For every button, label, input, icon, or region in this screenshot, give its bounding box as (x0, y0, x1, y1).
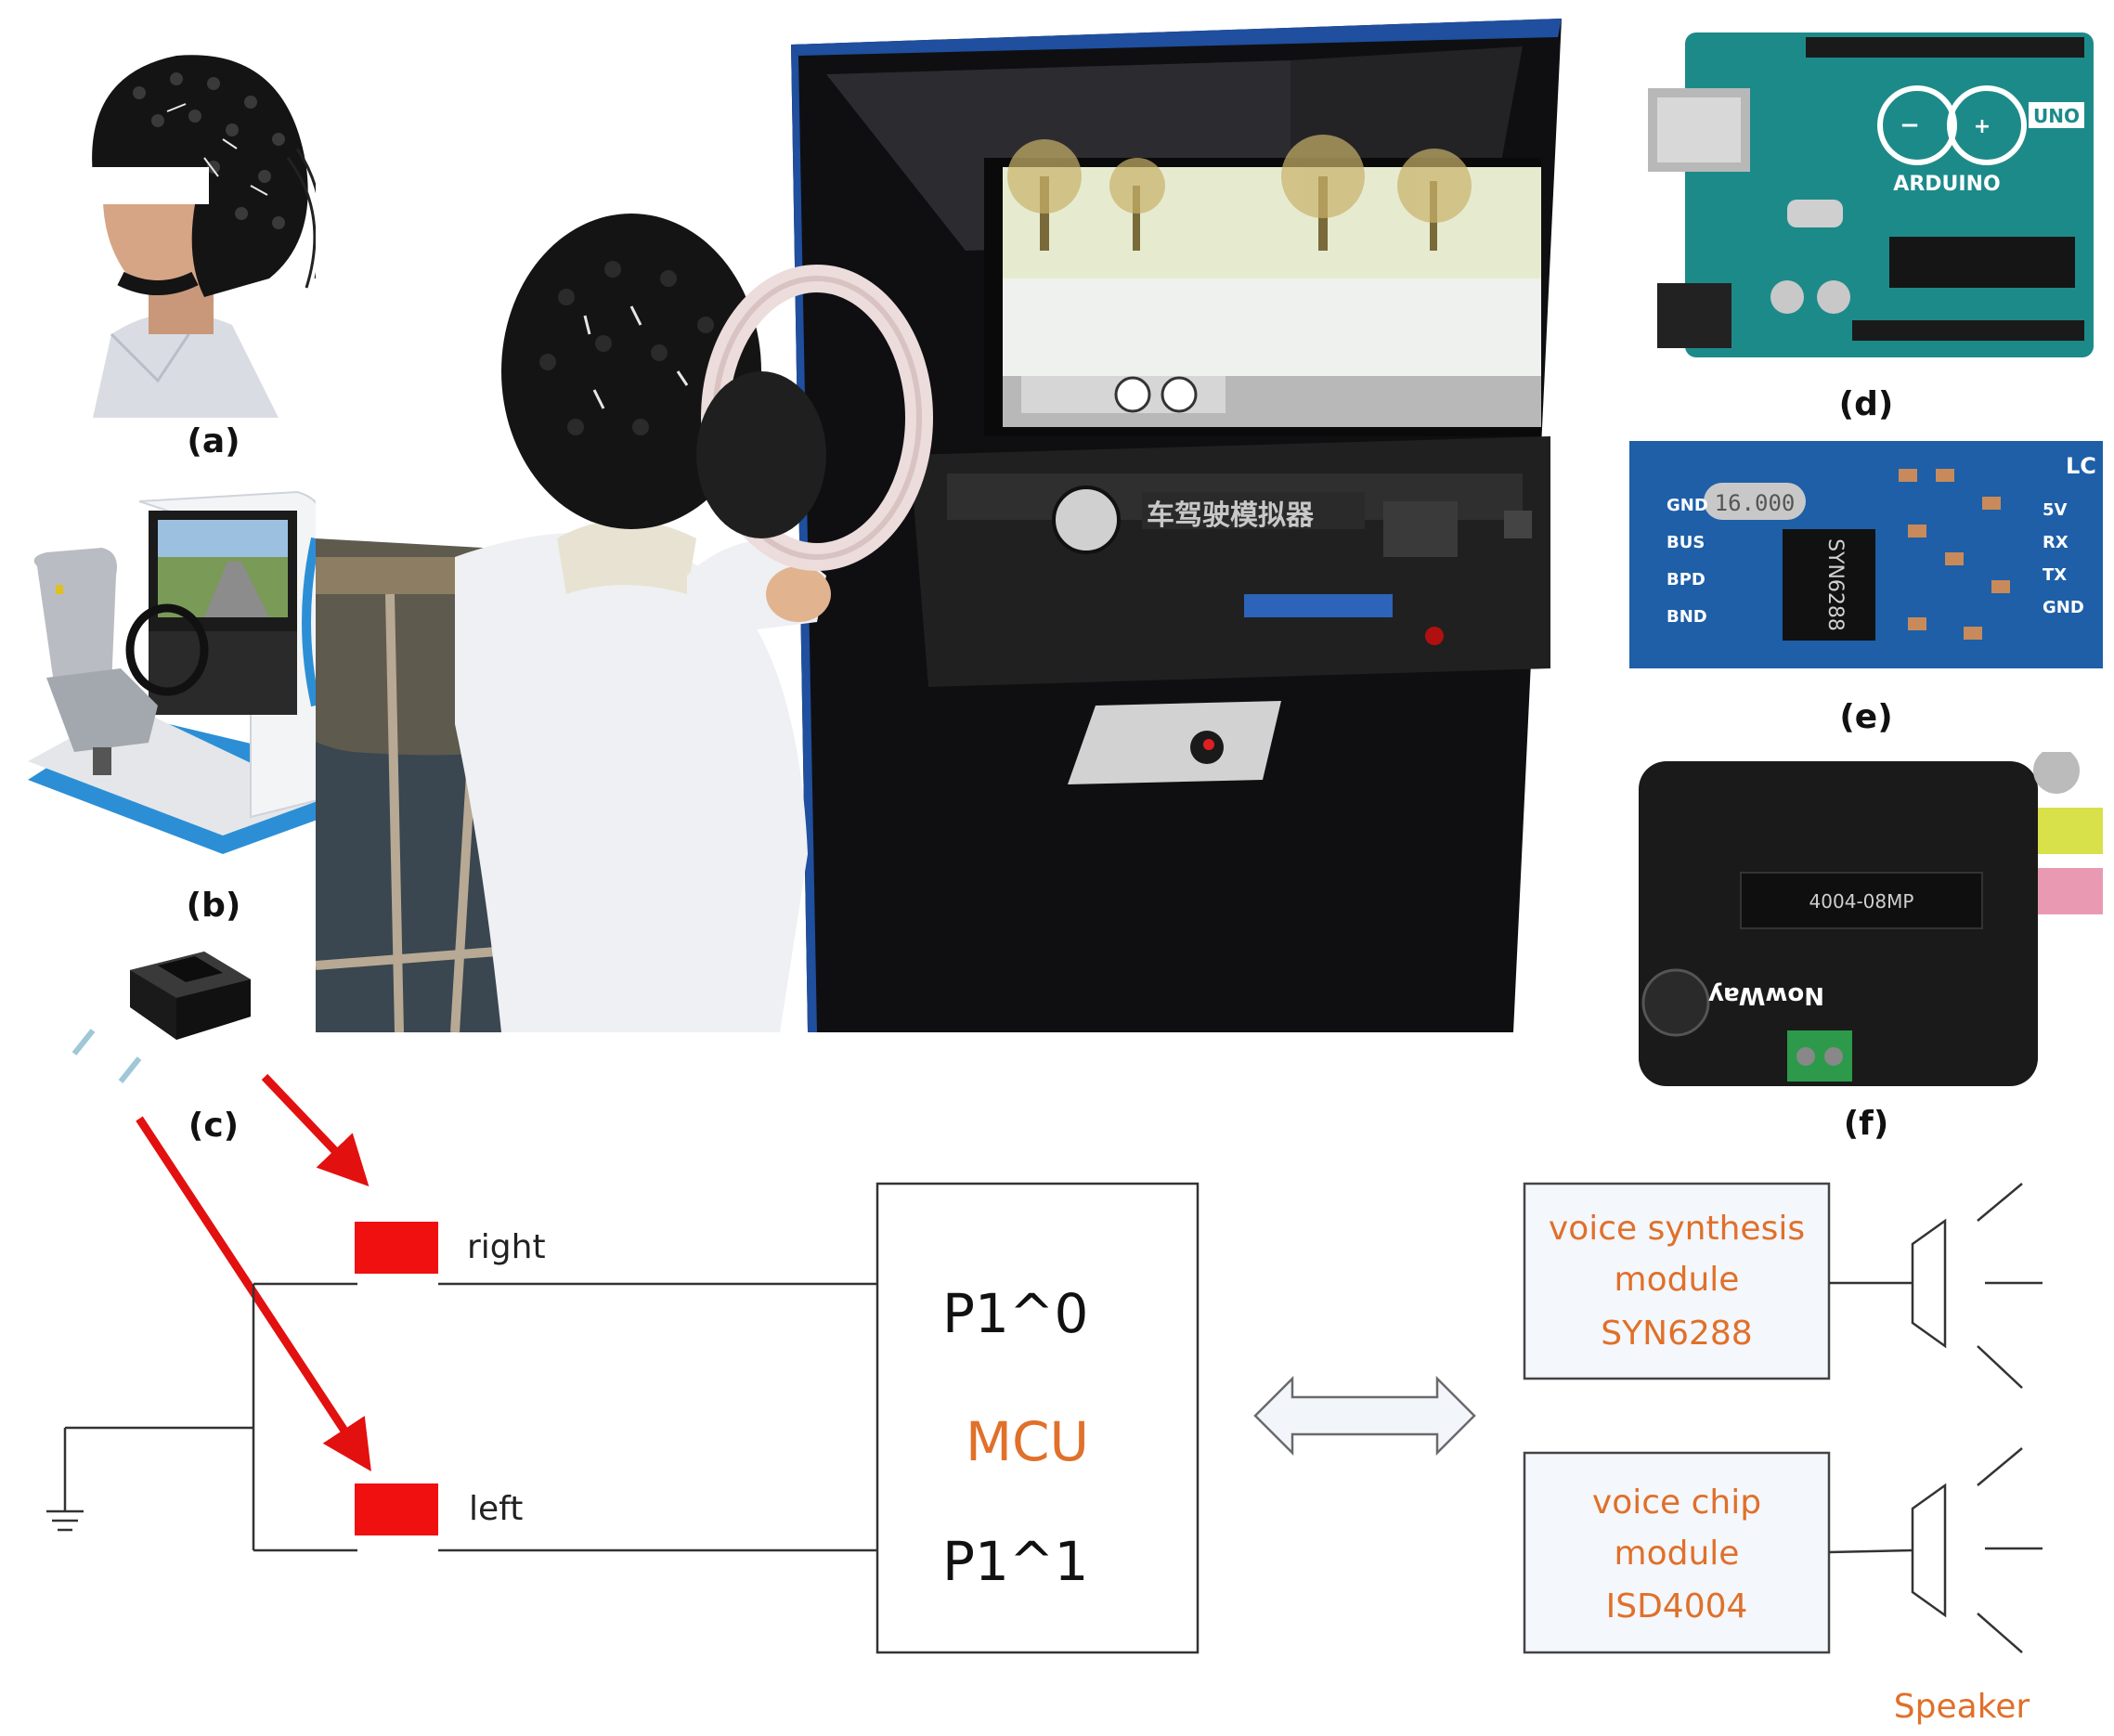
caption-e: (e) (1839, 698, 1893, 736)
caption-b: (b) (186, 887, 241, 925)
isd-chip-label: 4004-08MP (1809, 890, 1914, 913)
eye-censor-bar (74, 167, 209, 204)
svg-text:−: − (1900, 111, 1920, 139)
chip-line3: ISD4004 (1606, 1587, 1748, 1626)
atmega-chip (1889, 237, 2075, 288)
photo-push-button-switch (65, 928, 269, 1095)
mcu-box (875, 1182, 1200, 1654)
label-left: left (469, 1490, 523, 1528)
ground-wiring (63, 1282, 357, 1552)
switch-left (355, 1483, 438, 1535)
pin-p11: P1^1 (942, 1530, 1088, 1593)
svg-text:TX: TX (2043, 565, 2067, 585)
photo-driving-simulator: 车驾驶模拟器 (316, 19, 1578, 1040)
dash-sign-text: 车驾驶模拟器 (1147, 499, 1315, 532)
svg-text:GND: GND (2043, 598, 2084, 617)
crystal-label: 16.000 (1715, 490, 1796, 516)
syn-chip-label: SYN6288 (1823, 538, 1847, 631)
speaker-top-icon (1829, 1183, 2043, 1389)
svg-text:+: + (1974, 115, 1991, 138)
mic-jack-pink (2038, 868, 2103, 914)
chip-line1: voice chip (1592, 1483, 1761, 1522)
photo-isd4004-module: 4004-08MP NowWay (1611, 752, 2112, 1100)
pin-p10: P1^0 (942, 1282, 1088, 1345)
synthesis-line3: SYN6288 (1601, 1315, 1752, 1353)
arduino-uno-badge: UNO (2033, 105, 2080, 127)
driver-shirt (455, 532, 808, 1032)
arrow-to-left-switch (136, 1116, 371, 1472)
chip-line2: module (1615, 1535, 1740, 1573)
isd-brand-text: NowWay (1708, 981, 1824, 1009)
svg-text:BND: BND (1667, 607, 1707, 627)
syn-left-pins: GND BUS BPD BND (1667, 496, 1708, 627)
speaker-bottom-icon (1828, 1447, 2043, 1653)
phone-jack-yellow (2038, 808, 2103, 854)
arduino-logo-text: ARDUINO (1893, 173, 2000, 196)
crystal-oscillator (1704, 483, 1806, 520)
microphone (1641, 968, 1710, 1037)
eeg-wires (166, 103, 268, 196)
synthesis-module-box (1523, 1182, 1831, 1380)
eeg-subject-illustration (56, 19, 334, 418)
caption-d: (d) (1838, 385, 1894, 423)
isd4004-board-illustration: 4004-08MP NowWay (1611, 752, 2112, 1100)
push-button-illustration (65, 928, 269, 1095)
photo-eeg-subject (56, 19, 334, 418)
arduino-board-illustration: + − ARDUINO UNO (1648, 23, 2103, 367)
caption-f: (f) (1843, 1105, 1889, 1143)
switch-right (355, 1222, 438, 1274)
chip-module-box (1523, 1451, 1831, 1654)
power-jack (1657, 283, 1731, 348)
lc-logo: LC (2066, 453, 2096, 479)
syn6288-board-illustration: 16.000 SYN6288 LC GND BUS BPD BND 5V RX … (1629, 441, 2103, 673)
photo-arduino-uno: + − ARDUINO UNO (1648, 23, 2103, 367)
speaker-label: Speaker (1894, 1688, 2030, 1726)
synthesis-line1: voice synthesis (1549, 1210, 1805, 1248)
simulator-cabinet-illustration (19, 483, 334, 863)
label-right: right (467, 1228, 546, 1266)
svg-text:5V: 5V (2043, 500, 2068, 520)
arrow-to-right-switch (261, 1073, 370, 1187)
isd4004-chip (1740, 872, 1983, 929)
syn6288-chip (1783, 529, 1875, 641)
svg-text:GND: GND (1667, 496, 1708, 515)
caption-a: (a) (187, 422, 240, 460)
caption-c: (c) (188, 1107, 240, 1145)
syn-right-pins: 5V RX TX GND (2043, 500, 2084, 617)
photo-syn6288-module: 16.000 SYN6288 LC GND BUS BPD BND 5V RX … (1629, 441, 2103, 673)
eeg-electrodes (133, 72, 285, 229)
synthesis-line2: module (1615, 1261, 1740, 1299)
mcu-label: MCU (966, 1410, 1089, 1473)
driving-simulator-illustration: 车驾驶模拟器 (316, 19, 1578, 1040)
ground-symbol (46, 1509, 84, 1532)
svg-text:BPD: BPD (1667, 570, 1705, 589)
svg-text:BUS: BUS (1667, 533, 1705, 552)
bidirectional-arrow (1253, 1375, 1476, 1457)
svg-text:RX: RX (2043, 533, 2069, 552)
photo-simulator-cabinet (19, 483, 334, 863)
